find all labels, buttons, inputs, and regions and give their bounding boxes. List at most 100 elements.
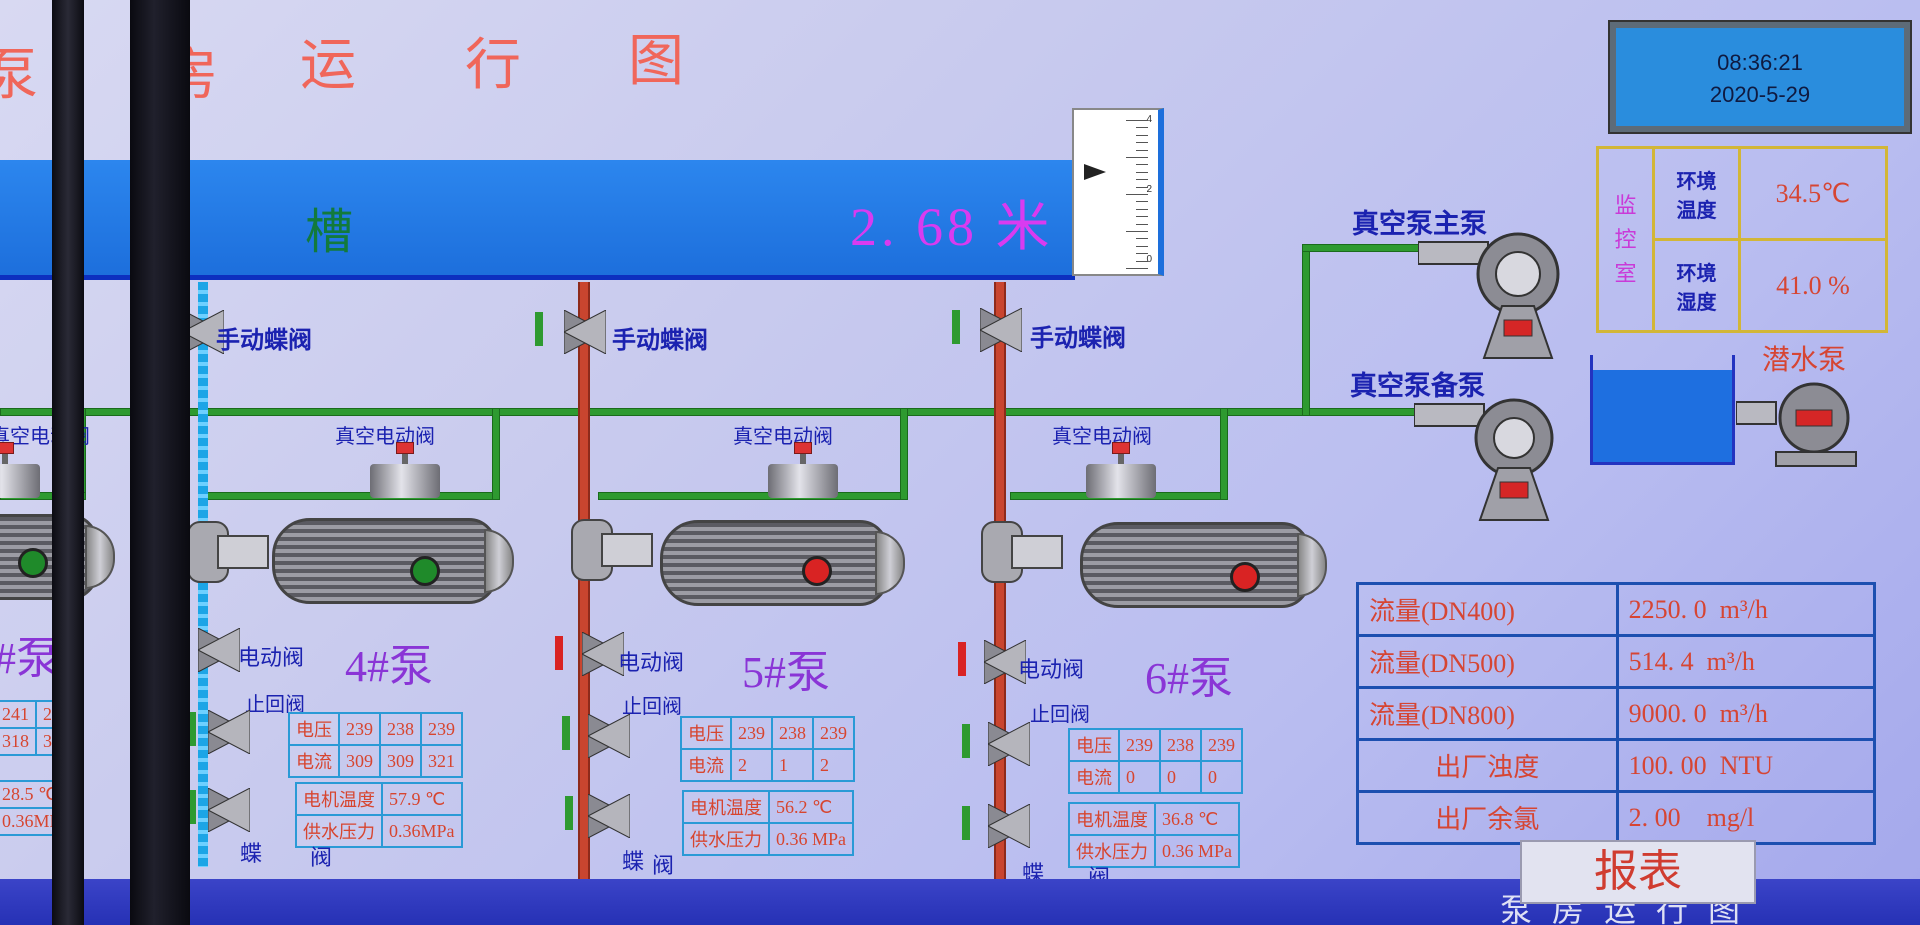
manual-valve-label: 手动蝶阀 bbox=[216, 328, 312, 354]
current-value: 0 bbox=[1200, 760, 1243, 794]
butterfly-valve-icon[interactable] bbox=[208, 788, 250, 832]
check-valve-icon[interactable] bbox=[988, 722, 1030, 766]
pump5-outlet-pipe bbox=[578, 282, 590, 882]
current-value: 321 bbox=[420, 744, 463, 778]
check-valve-icon[interactable] bbox=[588, 714, 630, 758]
current-value: 318 bbox=[0, 727, 37, 756]
pump4-label: 4#泵 bbox=[345, 642, 433, 691]
pump5-label: 5#泵 bbox=[742, 648, 830, 697]
valve-handle[interactable] bbox=[962, 724, 970, 758]
butterfly-label-part: 蝶 bbox=[240, 841, 263, 866]
room-char: 控 bbox=[1614, 226, 1637, 252]
vacuum-electric-valve[interactable] bbox=[370, 442, 440, 498]
turbidity-value: 100. 00 bbox=[1628, 750, 1707, 780]
chlorine-label: 出厂余氯 bbox=[1356, 790, 1619, 845]
valve-handle[interactable] bbox=[565, 796, 573, 830]
butterfly-valve-icon[interactable] bbox=[588, 794, 630, 838]
pump4-motor[interactable] bbox=[272, 518, 514, 604]
motor-temp-label: 电机温度 bbox=[1068, 802, 1156, 836]
branch-pipe bbox=[598, 492, 908, 500]
tank-label: 槽 bbox=[305, 206, 354, 259]
gauge-tick bbox=[1136, 127, 1148, 129]
valve-handle[interactable] bbox=[562, 716, 570, 750]
submersible-pump-icon[interactable] bbox=[1736, 378, 1876, 470]
voltage-value: 241 bbox=[0, 700, 37, 729]
vacuum-electric-valve[interactable] bbox=[768, 442, 838, 498]
gauge-tick bbox=[1136, 238, 1148, 240]
clock-date: 2020-5-29 bbox=[1709, 82, 1811, 107]
pump3-label: 3#泵 bbox=[0, 634, 60, 683]
pressure-label: 供水压力 bbox=[682, 822, 770, 856]
turbidity-unit: NTU bbox=[1719, 750, 1774, 780]
current-label: 电流 bbox=[288, 744, 340, 778]
vacuum-backup-pump-icon[interactable] bbox=[1414, 398, 1564, 528]
check-valve-label: 止回阀 bbox=[1030, 704, 1090, 726]
gauge-tick bbox=[1136, 260, 1148, 262]
valve-handle[interactable] bbox=[555, 636, 563, 670]
voltage-value: 238 bbox=[1159, 728, 1202, 762]
pump6-motor[interactable] bbox=[1080, 522, 1327, 608]
gauge-tick bbox=[1136, 216, 1148, 218]
vacuum-main-pipe bbox=[1302, 244, 1432, 252]
humidity-label: 环境 湿度 bbox=[1652, 238, 1741, 333]
chlorine-unit: mg/l bbox=[1706, 802, 1755, 832]
voltage-label: 电压 bbox=[288, 712, 340, 746]
pressure-value: 0.36 MPa bbox=[1153, 834, 1241, 868]
current-value: 309 bbox=[338, 744, 381, 778]
pump5-motor[interactable] bbox=[660, 520, 905, 606]
butterfly-valve-icon[interactable] bbox=[988, 804, 1030, 848]
motor-temp-label: 电机温度 bbox=[682, 790, 770, 824]
gauge-tick-label: 2 bbox=[1146, 184, 1152, 195]
flow-label: 流量(DN400) bbox=[1356, 582, 1619, 637]
flow-label: 流量(DN500) bbox=[1356, 634, 1619, 689]
gauge-tick bbox=[1136, 186, 1148, 188]
flow-label: 流量(DN800) bbox=[1356, 686, 1619, 741]
gauge-tick-label: 0 bbox=[1146, 254, 1152, 265]
electric-valve-icon[interactable] bbox=[198, 628, 240, 672]
valve-handle[interactable] bbox=[535, 312, 543, 346]
manual-butterfly-valve-icon[interactable] bbox=[182, 310, 224, 354]
manual-butterfly-valve-icon[interactable] bbox=[564, 310, 606, 354]
electric-valve-icon[interactable] bbox=[582, 632, 624, 676]
branch-pipe bbox=[205, 492, 500, 500]
voltage-value: 239 bbox=[338, 712, 381, 746]
manual-butterfly-valve-icon[interactable] bbox=[980, 308, 1022, 352]
check-valve-icon[interactable] bbox=[208, 710, 250, 754]
gauge-tick bbox=[1136, 253, 1148, 255]
valve-handle[interactable] bbox=[958, 642, 966, 676]
pressure-value: 0.36 MPa bbox=[767, 822, 855, 856]
vacuum-backup-label: 真空泵备泵 bbox=[1350, 371, 1485, 401]
valve-handle[interactable] bbox=[188, 790, 196, 824]
current-label: 电流 bbox=[1068, 760, 1120, 794]
pump4-status-lamp bbox=[410, 556, 440, 586]
branch-pipe bbox=[1220, 408, 1228, 500]
room-char: 监 bbox=[1614, 192, 1637, 218]
room-char: 室 bbox=[1614, 260, 1637, 286]
gauge-tick bbox=[1136, 208, 1148, 210]
current-value: 1 bbox=[771, 748, 814, 782]
pump6-label: 6#泵 bbox=[1145, 654, 1233, 703]
title-char-5: 图 bbox=[628, 31, 686, 93]
valve-handle[interactable] bbox=[962, 806, 970, 840]
level-pointer-icon bbox=[1084, 164, 1106, 180]
branch-pipe bbox=[900, 408, 908, 500]
clock-panel: 08:36:21 2020-5-29 bbox=[1608, 20, 1912, 134]
butterfly-label-part: 阀 bbox=[652, 853, 675, 878]
branch-pipe bbox=[492, 408, 500, 500]
vacuum-main-pump-icon[interactable] bbox=[1418, 232, 1568, 362]
electric-valve-icon[interactable] bbox=[984, 640, 1026, 684]
motor-temp-value: 56.2 ℃ bbox=[767, 790, 855, 824]
motor-temp-value: 57.9 ℃ bbox=[381, 782, 463, 816]
gauge-tick bbox=[1136, 245, 1148, 247]
vacuum-electric-valve[interactable] bbox=[1086, 442, 1156, 498]
current-value: 0 bbox=[1159, 760, 1202, 794]
valve-handle[interactable] bbox=[188, 712, 196, 746]
tank-level-readout: 2. 68 米 bbox=[850, 197, 1054, 257]
valve-handle[interactable] bbox=[952, 310, 960, 344]
report-button[interactable]: 报表 bbox=[1520, 840, 1756, 904]
vacuum-electric-valve[interactable] bbox=[0, 442, 40, 498]
pump4-casing-icon bbox=[187, 521, 269, 583]
manual-valve-label: 手动蝶阀 bbox=[612, 328, 708, 354]
